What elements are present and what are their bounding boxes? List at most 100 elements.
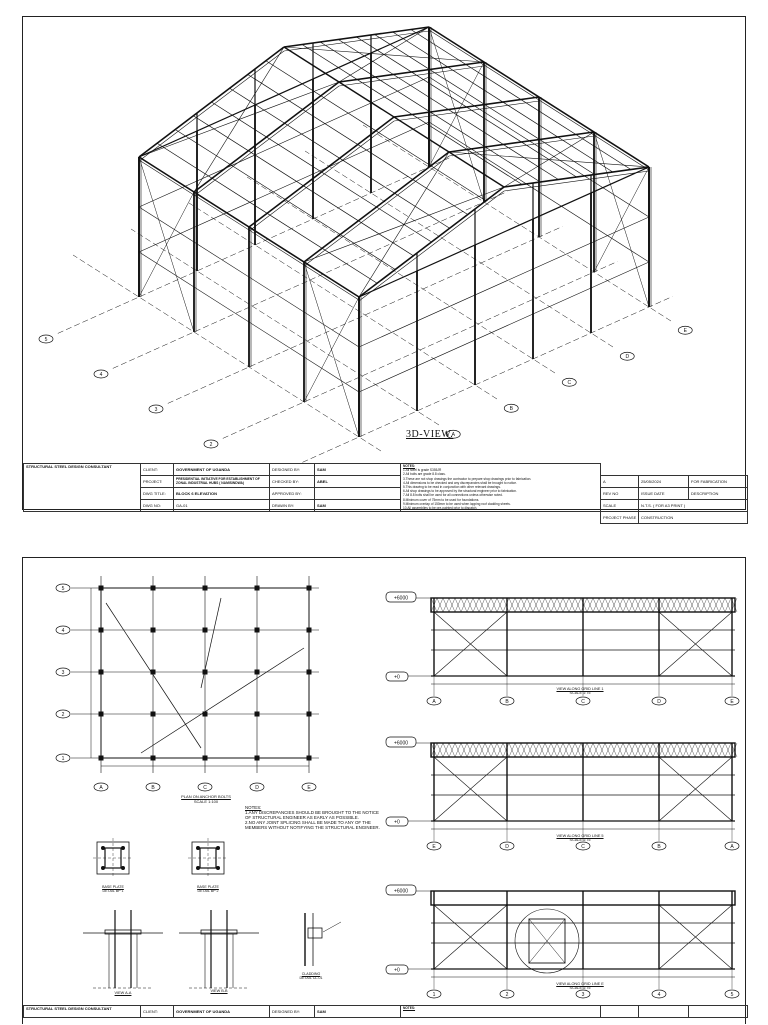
cladding-detail-sub: DETAIL CL-01 [299,976,323,980]
anchor-bolt [216,846,220,850]
dwg-title-label: DWG TITLE: [140,487,174,500]
door-frame [528,918,566,964]
cladding-hatch [436,597,444,613]
girt [138,121,430,253]
cladding-hatch [676,597,684,613]
girt [428,76,650,218]
cladding-hatch [508,597,516,613]
cladding-hatch [616,742,624,758]
cladding-hatch [694,742,702,758]
base-plate-detail-1 [93,838,133,878]
elevation-grid-bubble-circle [651,841,667,851]
scale-value: N.T.S. ( FOR A3 PRINT ) [638,499,748,512]
cladding-detail-title: CLADDING [301,972,321,976]
elevation-grid-bubble: A [432,699,436,705]
girt [138,76,430,208]
door-detail-circle [514,908,580,974]
plan-row-bubble-circle [55,667,71,677]
base-plate-1-title: BASE PLATE [102,885,124,889]
girt [358,216,650,348]
anchor-bolt-marker [98,755,104,761]
elevation-bracing [658,611,733,677]
plan-title: PLAN ON ANCHOR BOLTS SCALE 1:100 [176,794,236,804]
cladding-detail-label: CLADDING DETAIL CL-01 [291,972,331,980]
rev-no-label: REV NO [600,487,639,500]
description-label: DESCRIPTION [688,487,748,500]
cladding-hatch [712,597,720,613]
elevation-grid-bubble-circle [426,696,442,706]
note-line: 2.NO ANY JOINT SPLICING SHALL BE MADE TO… [245,820,371,825]
cladding-hatch [694,597,702,613]
note-line: 1.ANY DISCREPANCIES SHOULD BE BROUGHT TO… [245,810,379,815]
cladding-hatch [628,742,636,758]
note-line: 2.All bolts are grade 8.8 class. [403,472,446,477]
anchor-bolt-marker [150,627,156,633]
edge-beam [358,166,650,298]
plan-row-bubble: 2 [62,712,65,718]
cladding-hatch [610,597,618,613]
leader-line [322,921,342,933]
scale-label: SCALE [600,499,639,512]
sheet2-notes: NOTES: 1.ANY DISCREPANCIES SHOULD BE BRO… [245,805,385,830]
plan-row-bubble-circle [55,753,71,763]
level-marker-top [385,884,417,896]
base-plate [104,929,142,935]
plan-title-text: PLAN ON ANCHOR BOLTS [181,794,231,799]
cladding-hatch [496,597,504,613]
elevation-grid-bubble-circle [499,696,515,706]
rev-value: A [600,475,639,488]
designed-value: SAM [314,463,401,476]
plan-col-bubble: B [151,785,155,791]
cladding-hatch [442,597,450,613]
note-line: 1.All steel is grade S355JR [403,468,442,473]
grid-bubble-D: D [625,354,629,360]
cladding-hatch [514,742,522,758]
purlin [175,129,396,270]
cladding-hatch [466,597,474,613]
cladding-hatch [448,597,456,613]
cladding-hatch [598,742,606,758]
elevation-grid-bubble-circle [575,841,591,851]
grid-bubble-C: C [567,380,571,386]
cladding-hatch [562,742,570,758]
cladding-hatch [490,597,498,613]
cladding-hatch [574,742,582,758]
cladding-hatch [538,742,546,758]
anchor-bolt-marker [254,585,260,591]
cladding-hatch [724,742,732,758]
rafter [303,155,450,267]
grid-bubble-A: A [452,432,456,438]
level-marker-top [385,591,417,603]
notes-title: NOTES: [403,464,416,469]
client-label: CLIENT: [140,463,174,476]
cladding-hatch [628,597,636,613]
isometric-3d-frame-drawing: 12345EDCBA [38,26,693,463]
cladding-hatch [622,597,630,613]
anchor-bolt-marker [306,585,312,591]
grid-bubble-4: 4 [100,372,103,378]
elevation-grid-bubble: D [657,699,661,705]
purlin [211,101,432,243]
grid-bubble-E: E [684,328,688,334]
cladding-hatch [532,597,540,613]
cladding-hatch [442,742,450,758]
sheet2-notes-list: 1.ANY DISCREPANCIES SHOULD BE BROUGHT TO… [245,810,385,830]
view-aa-detail [83,910,163,989]
anchor-bolt-marker [202,627,208,633]
cladding-hatch [598,597,606,613]
cladding-hatch [454,597,462,613]
grid-line [246,176,556,374]
elevation-grid-bubble-circle [426,989,442,999]
cladding-hatch [670,742,678,758]
grid-bubble-3-circle [148,404,164,414]
client-value: GOVERNMENT OF UGANDA [173,463,270,476]
project-value: PRESIDENTIAL INITIATIVE FOR ESTABLISHMEN… [173,475,270,488]
roof-bracing [138,81,340,158]
base-plate-detail-2 [188,838,228,878]
level-top-label: +6000 [394,889,408,895]
elevation-grid-bubble: 1 [433,992,436,998]
column-section [199,847,217,869]
cladding-detail [304,913,342,966]
